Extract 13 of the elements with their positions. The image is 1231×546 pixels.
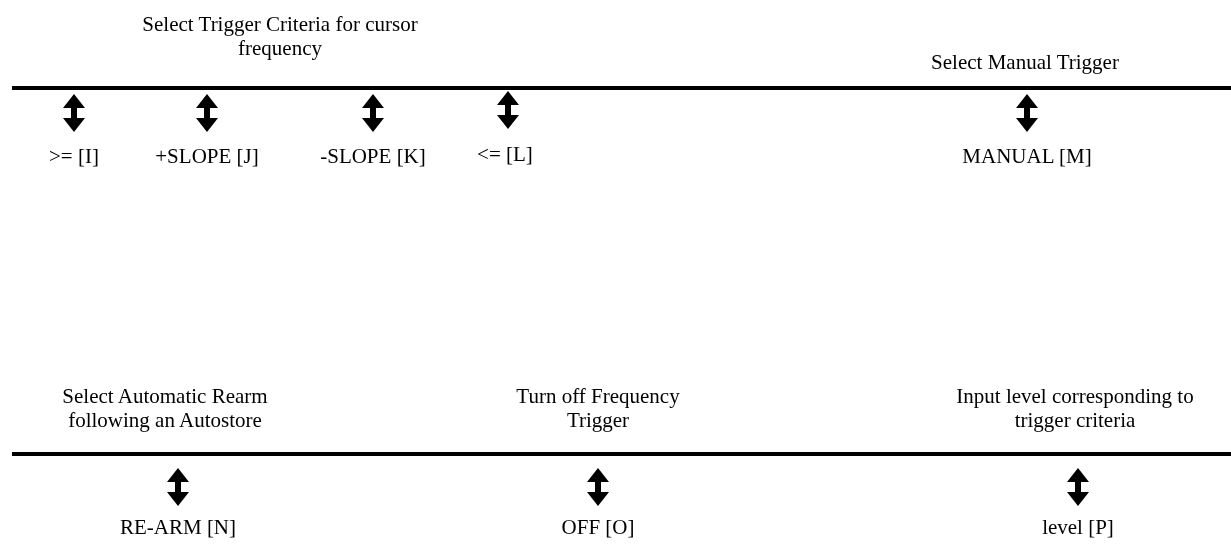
softkey-label: <= [L] (476, 142, 534, 166)
softkey-label: OFF [O] (560, 515, 636, 539)
softkey-label: +SLOPE [J] (154, 144, 260, 168)
softkey-description: Select Trigger Criteria for cursor frequency (141, 12, 419, 60)
softkey-label: >= [I] (48, 144, 100, 168)
softkey-description: Turn off Frequency Trigger (515, 384, 681, 432)
softkey-description: Input level corresponding to trigger criteria (955, 384, 1195, 432)
softkey-label: MANUAL [M] (961, 144, 1093, 168)
softkey-label: -SLOPE [K] (319, 144, 427, 168)
softkey-label: RE-ARM [N] (118, 515, 238, 539)
softkey-description: Select Automatic Rearm following an Autostore (61, 384, 269, 432)
softkey-description: Select Manual Trigger (930, 50, 1120, 74)
softkey-label: level [P] (1041, 515, 1115, 539)
